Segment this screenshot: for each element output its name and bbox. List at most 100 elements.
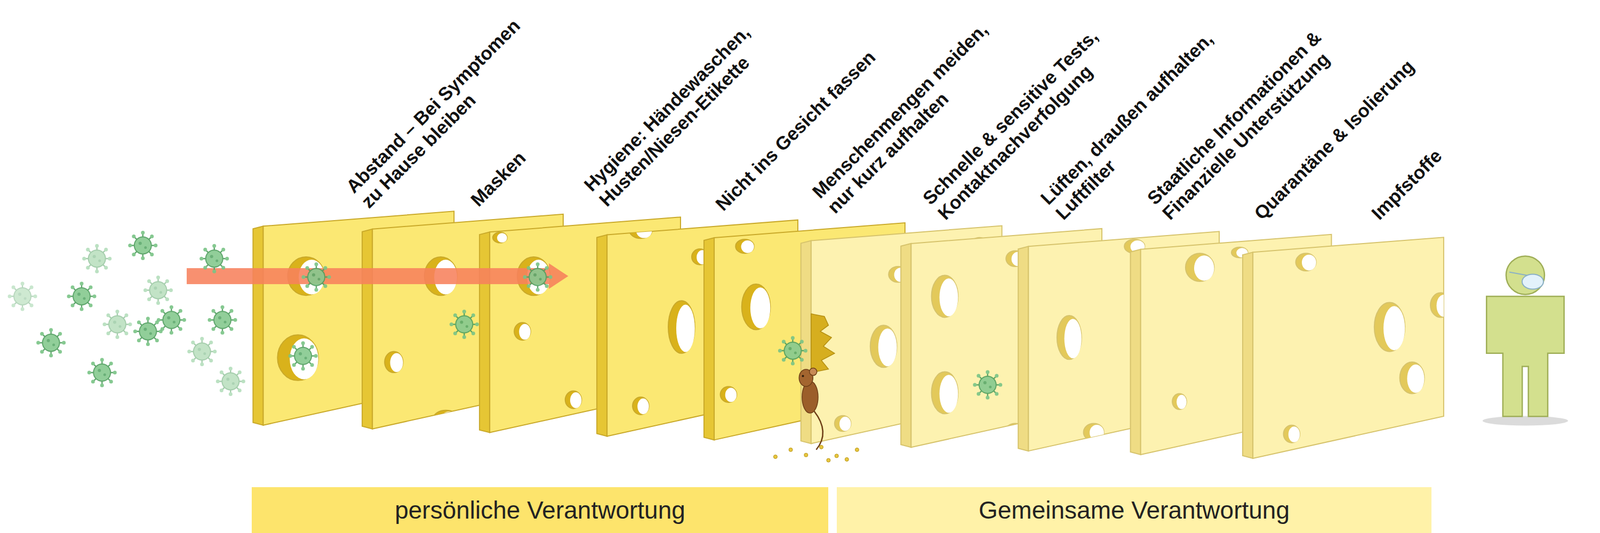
virus-knob — [82, 257, 86, 261]
virus-knob — [972, 383, 977, 388]
virus-body — [134, 237, 152, 255]
virus-dot — [298, 352, 302, 356]
cheese-crumb — [854, 448, 859, 452]
face-mask — [1522, 274, 1544, 290]
virus-knob — [220, 305, 225, 310]
band-label: Gemeinsame Verantwortung — [978, 496, 1290, 525]
mouse-tail — [814, 411, 823, 450]
virus-dot — [465, 325, 469, 328]
hole-opening — [1288, 426, 1300, 443]
virus-knob — [109, 380, 114, 384]
hole-depth — [433, 410, 459, 427]
virus-knob — [147, 279, 151, 284]
hole-opening — [878, 328, 898, 367]
virus-dot — [113, 321, 117, 325]
hole-depth — [384, 352, 403, 373]
hole-depth — [931, 371, 959, 414]
slice-holes — [931, 250, 1026, 442]
virus-knob — [169, 305, 174, 310]
slice-face — [1252, 237, 1444, 459]
slice-edge — [479, 232, 490, 433]
virus-knob — [102, 322, 107, 327]
virus-knob — [228, 366, 233, 371]
virus-particle — [102, 309, 132, 340]
virus-knob — [209, 340, 213, 345]
virus-knob — [85, 266, 90, 270]
virus-knob — [288, 354, 293, 358]
virus-knob — [67, 294, 71, 299]
virus-particle — [36, 328, 66, 358]
layer-label: Masken — [466, 147, 531, 211]
virus-knob — [471, 313, 476, 318]
virus-particle — [972, 370, 1003, 400]
virus-body — [88, 250, 106, 268]
virus-dot — [46, 339, 51, 343]
virus-knob — [229, 309, 234, 314]
virus-dot — [983, 381, 987, 385]
virus-knob — [216, 379, 220, 384]
virus-knob — [985, 396, 990, 400]
virus-knob — [91, 362, 95, 366]
responsibility-band: persönliche Verantwortung — [251, 487, 829, 533]
virus-knob — [976, 392, 981, 397]
virus-knob — [133, 329, 138, 334]
virus-knob — [131, 252, 136, 257]
hole-opening — [497, 233, 508, 243]
virus-knob — [323, 266, 328, 270]
virus-knob — [803, 348, 808, 353]
virus-body — [455, 316, 473, 334]
hole-opening — [939, 374, 958, 413]
virus-particle — [199, 244, 229, 274]
hole-depth — [870, 325, 898, 368]
virus-knob — [781, 339, 786, 344]
virus-body — [205, 250, 223, 268]
hole-opening — [1301, 254, 1317, 271]
hole-opening — [637, 398, 649, 415]
virus-knob — [100, 384, 104, 388]
arrow-shaft — [186, 268, 551, 285]
virus-dot — [317, 277, 321, 281]
virus-dot — [138, 242, 142, 246]
virus-knob — [781, 357, 786, 362]
cheese-crumb — [788, 448, 793, 452]
cheese-crumb — [826, 458, 831, 463]
virus-particle — [133, 316, 163, 347]
virus-knob — [49, 354, 53, 358]
virus-knob — [212, 244, 216, 248]
virus-knob — [212, 349, 217, 354]
virus-dot — [226, 377, 230, 381]
virus-dot — [103, 373, 107, 377]
virus-knob — [91, 380, 95, 384]
layer-label: Abstand – Bei Symptomen zu Hause bleiben — [341, 12, 542, 213]
virus-knob — [160, 309, 165, 314]
virus-particle — [449, 309, 479, 340]
virus-knob — [327, 275, 332, 279]
virus-knob — [11, 303, 16, 308]
virus-knob — [124, 331, 128, 336]
virus-knob — [169, 288, 173, 293]
mouse-figure — [773, 368, 859, 463]
virus-knob — [994, 374, 999, 379]
hole-opening — [1064, 318, 1082, 359]
virus-particle — [208, 305, 238, 335]
virus-knob — [149, 234, 154, 239]
slice-edge — [362, 229, 373, 430]
person-figure — [1482, 256, 1568, 426]
virus-dot — [459, 321, 463, 325]
hole-opening — [1436, 294, 1452, 317]
hole-depth — [492, 232, 508, 244]
virus-knob — [169, 331, 174, 335]
mouse-bite — [811, 314, 835, 373]
band-label: persönliche Verantwortung — [394, 496, 686, 525]
virus-knob — [994, 392, 999, 397]
virus-dot — [172, 321, 176, 324]
virus-knob — [160, 327, 165, 332]
virus-knob — [305, 266, 310, 270]
virus-knob — [190, 340, 195, 345]
virus-knob — [146, 342, 150, 347]
virus-knob — [128, 243, 132, 248]
virus-knob — [89, 285, 93, 290]
hole-depth — [1083, 423, 1104, 442]
virus-body — [108, 316, 126, 334]
